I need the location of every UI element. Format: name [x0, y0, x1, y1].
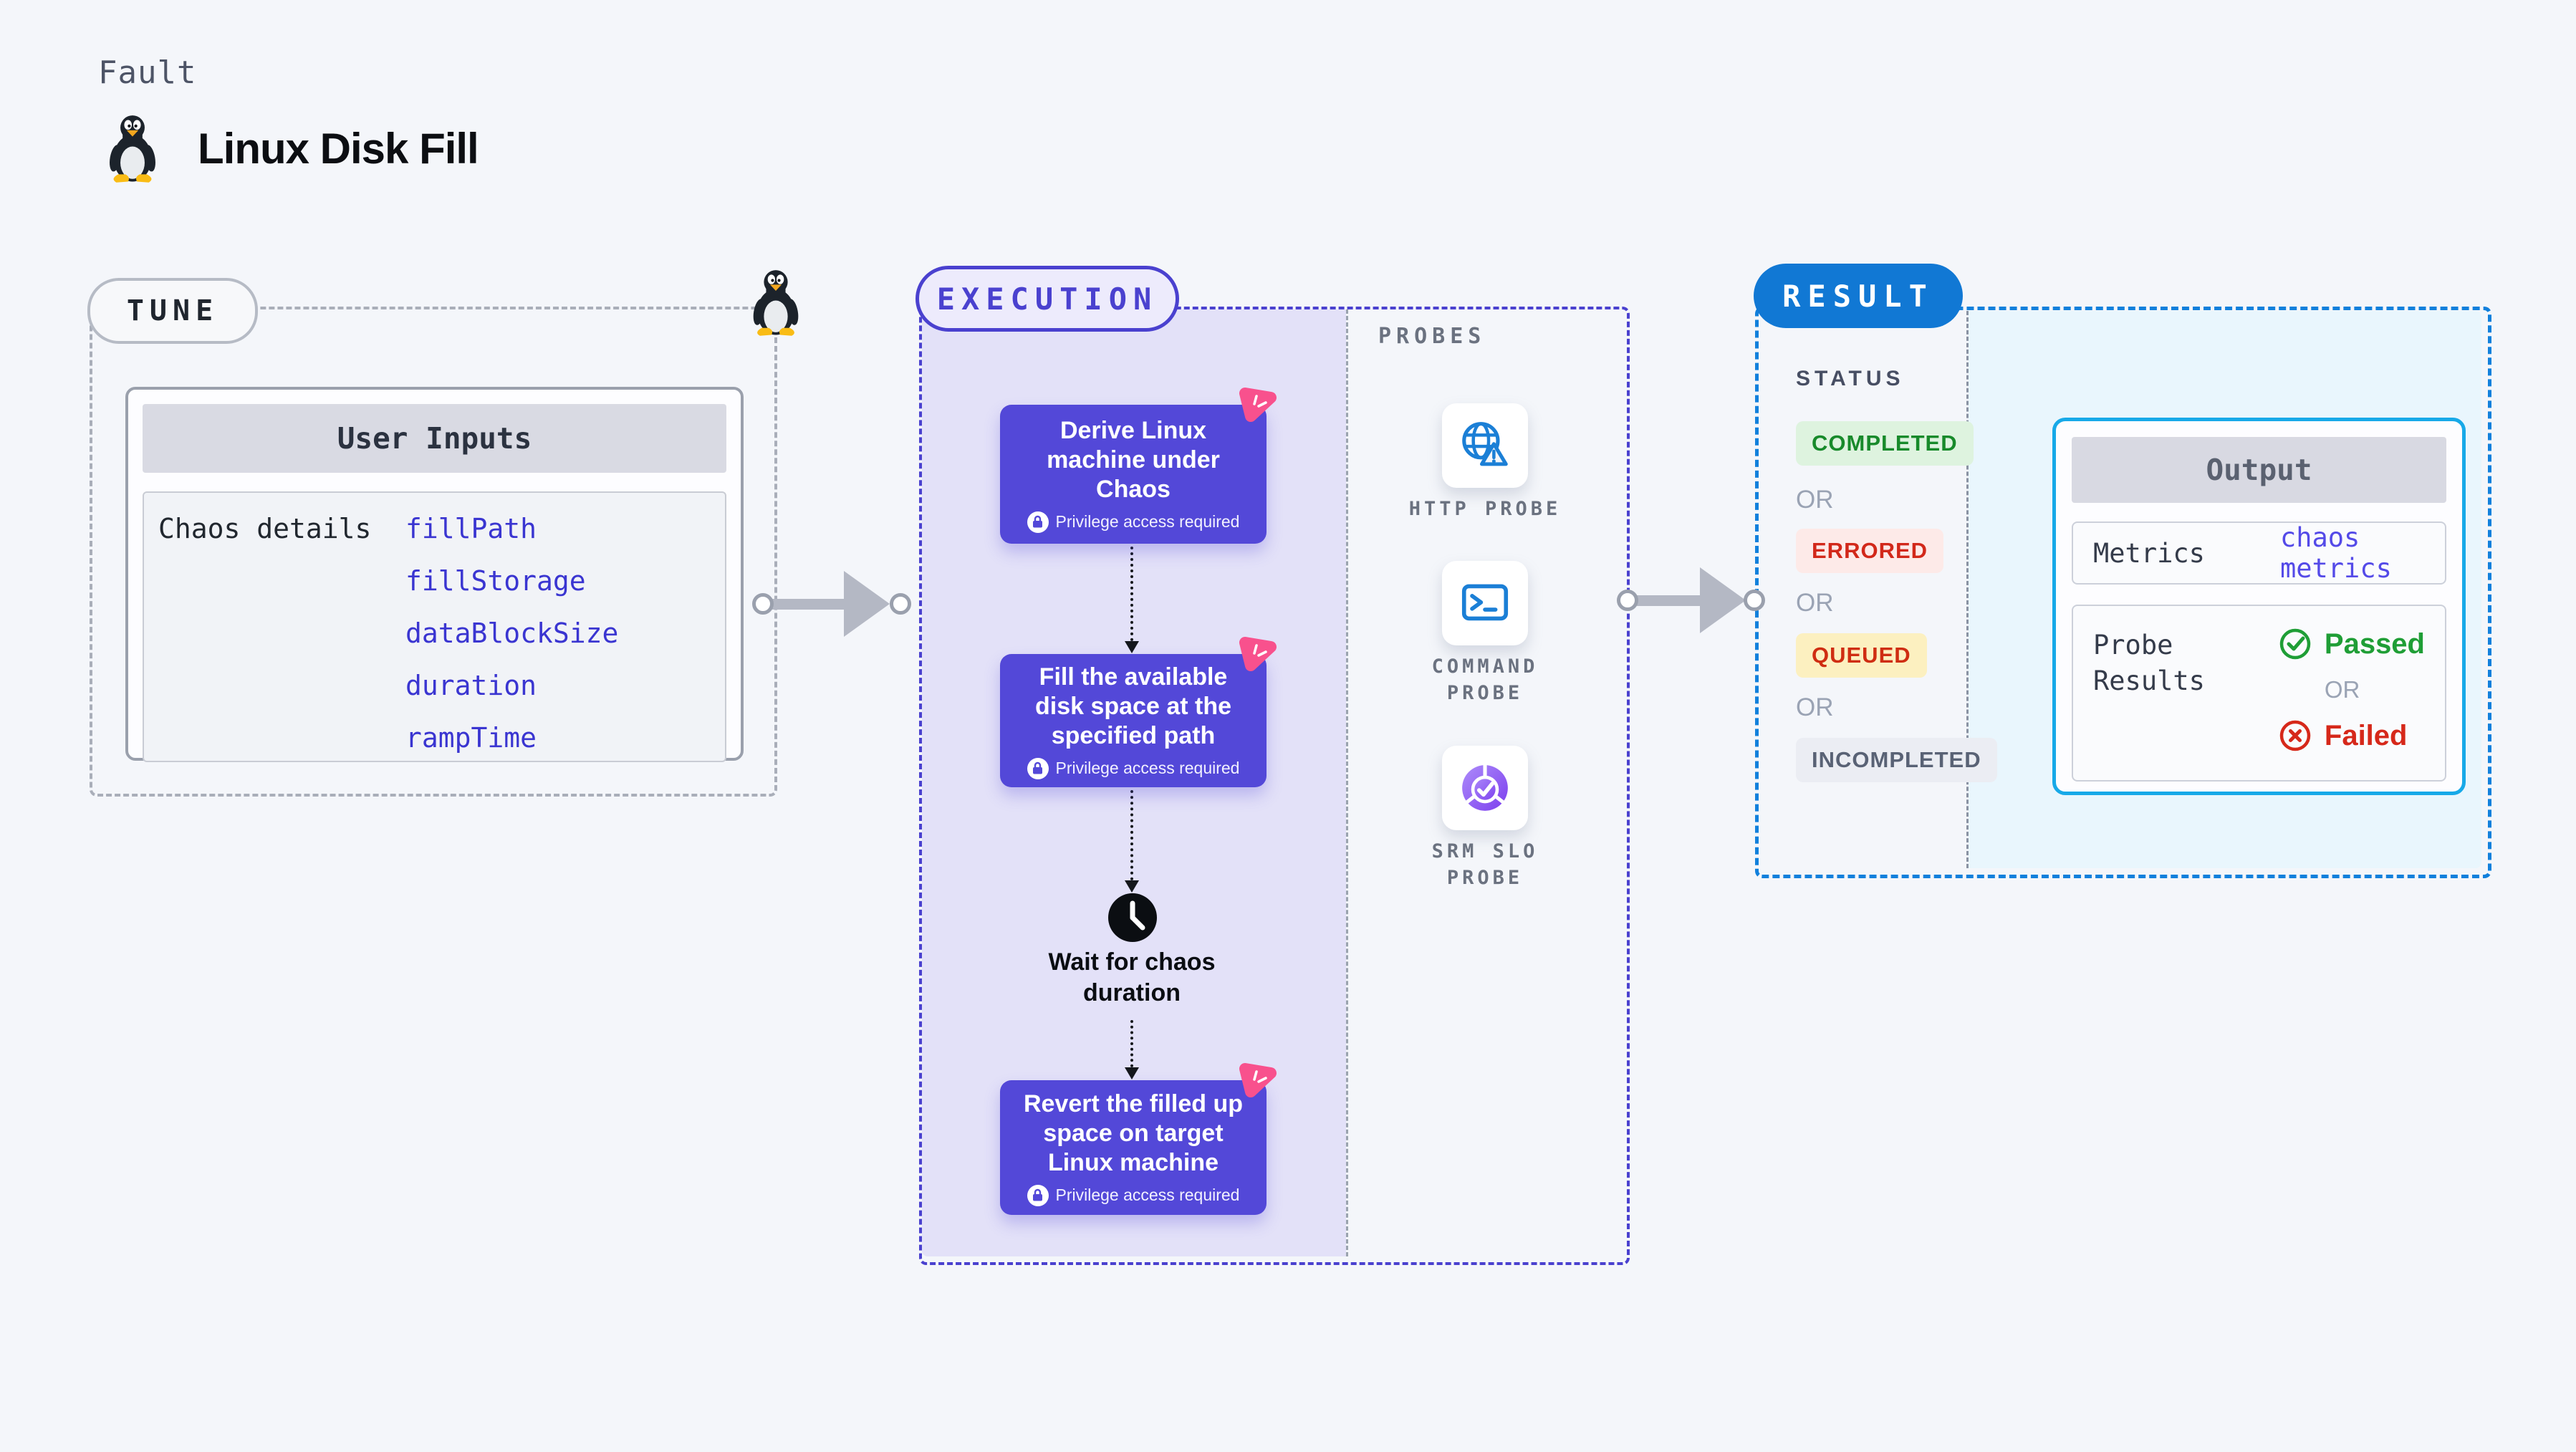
step-card-fill-disk: Fill the available disk space at the spe…	[1000, 637, 1277, 787]
probes-label: PROBES	[1378, 324, 1486, 349]
flow-connector	[1130, 790, 1133, 880]
probe-results-label: Probe Results	[2093, 630, 2205, 696]
connector-dot	[1744, 590, 1765, 611]
param-link-fillstorage[interactable]: fillStorage	[405, 565, 586, 597]
probe-result-passed: Passed	[2279, 628, 2425, 660]
tux-penguin-icon	[107, 115, 158, 183]
status-badge-completed: COMPLETED	[1796, 421, 1974, 466]
param-link-duration[interactable]: duration	[405, 670, 537, 701]
arrow-execution-to-result	[1637, 595, 1700, 606]
flow-arrowhead-icon	[1125, 1067, 1139, 1080]
or-separator: OR	[2324, 676, 2360, 703]
step-card-revert-space: Revert the filled up space on target Lin…	[1000, 1063, 1277, 1215]
execution-badge: EXECUTION	[915, 266, 1179, 332]
probe-result-failed: Failed	[2279, 719, 2425, 752]
srm-slo-probe-card	[1442, 746, 1528, 830]
check-circle-icon	[2279, 628, 2311, 660]
fault-kicker: Fault	[98, 54, 197, 91]
failed-label: Failed	[2324, 719, 2408, 751]
chaos-details-label: Chaos details	[158, 513, 372, 544]
output-title: Output	[2072, 437, 2446, 503]
tune-section	[90, 307, 777, 797]
user-inputs-card: User Inputs Chaos details fillPath fillS…	[125, 387, 744, 762]
privilege-note: Privilege access required	[1055, 512, 1240, 531]
flow-connector	[1130, 547, 1133, 641]
chaos-params-list: fillPath fillStorage dataBlockSize durat…	[405, 513, 618, 761]
litmus-chaos-icon	[1239, 1063, 1277, 1097]
wait-duration-label: Wait for chaos duration	[1048, 948, 1216, 1006]
step-title: Revert the filled up space on target Lin…	[1023, 1090, 1244, 1176]
arrow-head-icon	[1700, 567, 1746, 633]
step-title: Derive Linux machine under Chaos	[1047, 416, 1220, 503]
probes-divider-line	[1346, 309, 1348, 1256]
privilege-note: Privilege access required	[1055, 1186, 1240, 1204]
srm-slo-probe-label: SRM SLO PROBE	[1431, 840, 1539, 889]
result-badge: RESULT	[1754, 264, 1963, 328]
connector-dot	[1617, 590, 1638, 611]
globe-warning-icon	[1462, 422, 1508, 466]
lock-icon	[1027, 757, 1049, 779]
privilege-note: Privilege access required	[1055, 759, 1240, 777]
tune-badge: TUNE	[87, 278, 258, 344]
status-badge-incompleted: INCOMPLETED	[1796, 738, 1997, 782]
flow-arrowhead-icon	[1125, 880, 1139, 893]
flow-connector	[1130, 1020, 1133, 1067]
litmus-chaos-icon	[1239, 637, 1277, 671]
litmus-chaos-icon	[1239, 388, 1277, 422]
chaos-metrics-link[interactable]: chaos metrics	[2279, 522, 2392, 584]
terminal-icon	[1461, 584, 1509, 621]
http-probe-card	[1442, 403, 1528, 488]
tux-penguin-icon	[751, 270, 800, 336]
param-link-ramptime[interactable]: rampTime	[405, 722, 537, 754]
param-link-fillpath[interactable]: fillPath	[405, 513, 537, 544]
status-badge-queued: QUEUED	[1796, 633, 1927, 678]
command-probe-label: COMMAND PROBE	[1431, 655, 1539, 704]
execution-section	[919, 307, 1630, 1265]
or-separator: OR	[1796, 693, 1834, 721]
metrics-label: Metrics	[2093, 537, 2205, 569]
status-label: STATUS	[1796, 367, 1905, 390]
page-header: Linux Disk Fill	[105, 113, 479, 183]
arrow-head-icon	[844, 571, 890, 637]
slo-gauge-icon	[1462, 764, 1508, 811]
lock-icon	[1027, 1184, 1049, 1206]
page-title: Linux Disk Fill	[198, 124, 479, 173]
passed-label: Passed	[2324, 628, 2425, 660]
step-card-derive-machine: Derive Linux machine under Chaos Privile…	[1000, 388, 1277, 544]
param-link-datablocksize[interactable]: dataBlockSize	[405, 617, 619, 649]
output-card: Output Metrics chaos metrics Probe Resul…	[2052, 418, 2466, 795]
or-separator: OR	[1796, 589, 1834, 617]
http-probe-label: HTTP PROBE	[1408, 498, 1562, 520]
probe-results-row: Probe Results Passed OR Failed	[2072, 605, 2446, 782]
arrow-tune-to-execution	[772, 599, 844, 610]
step-title: Fill the available disk space at the spe…	[1034, 663, 1231, 749]
connector-dot	[752, 593, 774, 615]
status-badge-errored: ERRORED	[1796, 529, 1944, 573]
or-separator: OR	[1796, 486, 1834, 514]
clock-icon	[1107, 893, 1158, 943]
command-probe-card	[1442, 561, 1528, 645]
x-circle-icon	[2279, 720, 2311, 751]
metrics-row: Metrics chaos metrics	[2072, 521, 2446, 585]
connector-dot	[890, 593, 911, 615]
lock-icon	[1027, 511, 1049, 533]
status-divider-line	[1966, 311, 1969, 868]
flow-arrowhead-icon	[1125, 641, 1139, 653]
user-inputs-title: User Inputs	[143, 404, 726, 473]
